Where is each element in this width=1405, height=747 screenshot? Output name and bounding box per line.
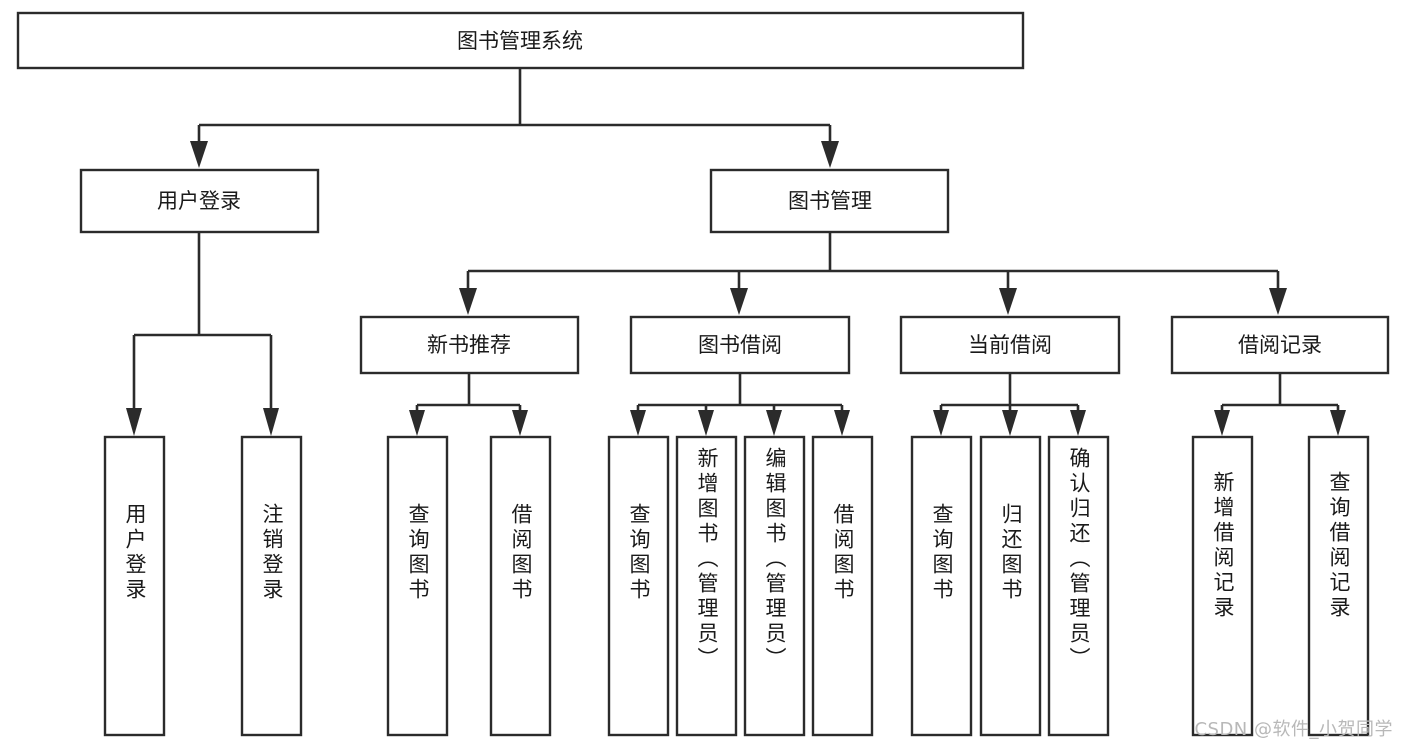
arrow-br-b2-icon [1330,410,1346,436]
node-user-login-label: 用户登录 [157,189,241,213]
leaf-box-user-login[interactable] [103,435,166,737]
node-book-management-box[interactable] [709,168,950,234]
node-book-borrow-label: 图书借阅 [698,333,782,357]
leaf-box-logout-login[interactable] [240,435,303,737]
node-new-book-recommend[interactable]: 新书推荐 [359,315,580,375]
arrow-user-login-b1-icon [126,408,142,436]
arrow-bb-b2-icon [698,410,714,436]
arrow-bm-c2-icon [730,288,748,315]
arrow-bb-b4-icon [834,410,850,436]
node-book-management-label: 图书管理 [788,189,872,213]
node-book-management[interactable]: 图书管理 [709,168,950,234]
connector-group-book-borrow [630,373,850,436]
arrow-cb-b1-icon [933,410,949,436]
leaf-box-add-book[interactable] [675,435,738,737]
leaf-box-edit-book[interactable] [743,435,806,737]
connector-group-root [190,68,839,168]
leaf-box-query-book-2[interactable] [607,435,670,737]
arrow-br-b1-icon [1214,410,1230,436]
leaf-box-add-record[interactable] [1191,435,1254,737]
arrow-user-login-b2-icon [263,408,279,436]
connector-group-new-book-recommend [409,373,528,436]
leaf-box-query-record[interactable] [1307,435,1370,737]
node-new-book-recommend-box[interactable] [359,315,580,375]
leaf-box-borrow-book-1[interactable] [489,435,552,737]
node-user-login-box[interactable] [79,168,320,234]
leaf-box-query-book-1[interactable] [386,435,449,737]
leaf-box-query-book-3[interactable] [910,435,973,737]
node-current-borrow[interactable]: 当前借阅 [899,315,1121,375]
leaf-boxes [103,435,1370,737]
arrow-cb-b2-icon [1002,410,1018,436]
arrow-bm-c4-icon [1269,288,1287,315]
connector-group-current-borrow [933,373,1086,436]
node-root-box[interactable] [16,11,1025,70]
node-current-borrow-box[interactable] [899,315,1121,375]
arrow-bb-b3-icon [766,410,782,436]
node-borrow-record[interactable]: 借阅记录 [1170,315,1390,375]
connector-group-user-login [126,232,279,436]
arrow-root-to-book-management-icon [821,141,839,168]
node-borrow-record-box[interactable] [1170,315,1390,375]
node-borrow-record-label: 借阅记录 [1238,333,1322,357]
arrow-nbr-b2-icon [512,410,528,436]
node-book-borrow-box[interactable] [629,315,851,375]
watermark-text: CSDN @软件_小贺同学 [1194,719,1393,740]
arrow-nbr-b1-icon [409,410,425,436]
node-new-book-recommend-label: 新书推荐 [427,333,511,357]
connector-group-book-management [459,232,1287,315]
node-root-label: 图书管理系统 [457,29,583,53]
arrow-root-to-user-login-icon [190,141,208,168]
node-book-borrow[interactable]: 图书借阅 [629,315,851,375]
connector-group-borrow-record [1214,373,1346,436]
arrow-bb-b1-icon [630,410,646,436]
node-root[interactable]: 图书管理系统 [16,11,1025,70]
node-user-login[interactable]: 用户登录 [79,168,320,234]
leaf-box-return-book[interactable] [979,435,1042,737]
arrow-cb-b3-icon [1070,410,1086,436]
leaf-box-confirm-return[interactable] [1047,435,1110,737]
node-current-borrow-label: 当前借阅 [968,333,1052,357]
arrow-bm-c3-icon [999,288,1017,315]
arrow-bm-c1-icon [459,288,477,315]
leaf-box-borrow-book-2[interactable] [811,435,874,737]
